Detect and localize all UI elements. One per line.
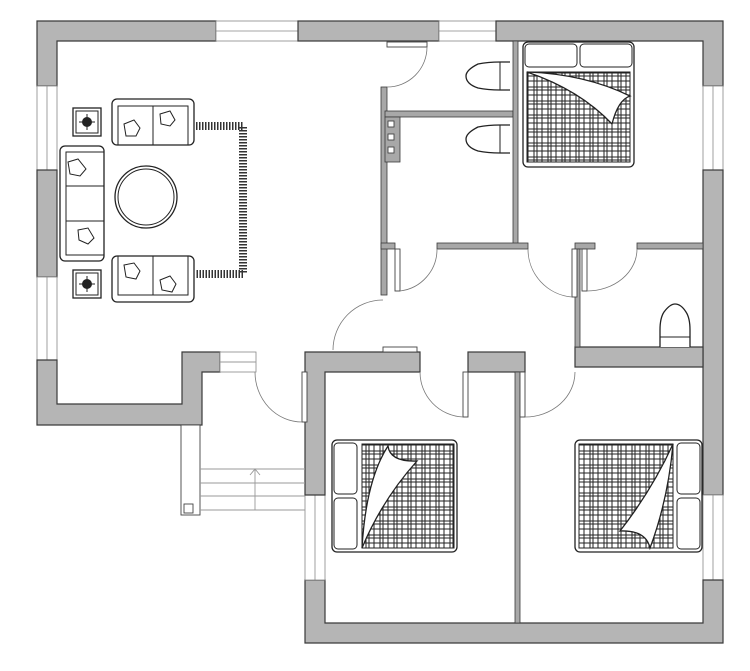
living-room-furniture <box>59 98 247 303</box>
wall-bath-divider <box>384 110 514 118</box>
wall-bedroom-partition <box>514 371 521 624</box>
entrance-stairs <box>180 351 305 516</box>
toilet <box>659 303 691 347</box>
rug-fringe <box>196 122 247 278</box>
door-bath-1[interactable] <box>386 41 428 88</box>
door-entrance[interactable] <box>254 371 308 423</box>
doors <box>254 41 638 423</box>
wall-bedroom-2-top <box>304 351 421 496</box>
toilet <box>465 61 510 91</box>
outer-walls <box>36 20 724 644</box>
door-master-bedroom[interactable] <box>527 248 578 298</box>
wall-bedrooms-top-mid <box>467 351 526 373</box>
wall-hall-top-3 <box>636 242 704 250</box>
sofa-left <box>59 145 105 262</box>
wall-left-middle <box>36 169 58 278</box>
wall-master-left <box>512 40 519 246</box>
wall-small-bath-left <box>574 248 581 348</box>
bed-bedroom-3 <box>574 439 703 553</box>
stair-rail <box>180 424 201 516</box>
sofa-top <box>111 98 195 146</box>
wall-hall-stub <box>380 242 396 250</box>
door-bedroom-3[interactable] <box>519 371 576 418</box>
vent-square <box>387 133 395 141</box>
vent-square <box>387 146 395 154</box>
lamp-table-top <box>72 107 102 137</box>
arrow-up-icon <box>249 468 261 510</box>
wall-living-bottom <box>36 351 221 426</box>
wall-bathroom-bottom <box>574 346 704 368</box>
door-hallway[interactable] <box>332 299 418 353</box>
wall-hall-top-2 <box>574 242 596 250</box>
coffee-table <box>114 165 178 229</box>
internal-walls <box>380 40 704 624</box>
wall-bottom <box>304 579 724 644</box>
lamp-table-bottom <box>72 269 102 299</box>
wall-hall-top-1 <box>436 242 529 250</box>
toilet <box>465 124 510 154</box>
wall-top-middle <box>297 20 440 42</box>
bed-bedroom-2 <box>331 439 458 553</box>
wall-top-left <box>36 20 217 87</box>
wall-right-middle <box>702 169 724 496</box>
door-bedroom-2[interactable] <box>419 371 469 418</box>
wall-bath-left <box>380 86 388 296</box>
vent-square <box>387 120 395 128</box>
door-small-bath[interactable] <box>581 248 638 292</box>
sofa-bottom <box>111 255 195 303</box>
bed-master <box>522 41 635 168</box>
door-bath-2[interactable] <box>394 248 438 292</box>
